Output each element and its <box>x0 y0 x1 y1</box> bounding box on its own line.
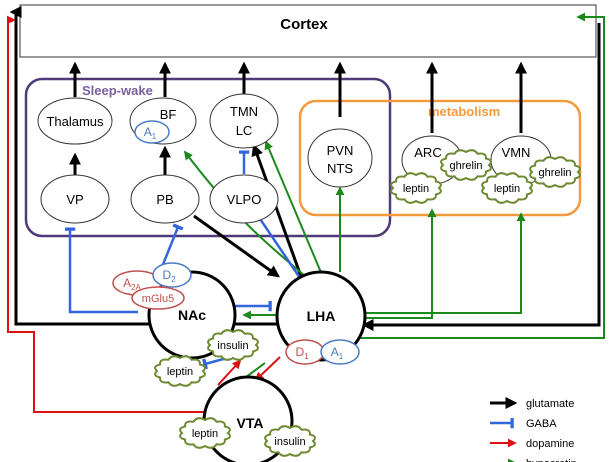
tmn-lc-node <box>209 93 279 149</box>
ghrelin-cloud: ghrelin <box>529 156 581 188</box>
vp-label: VP <box>66 192 83 207</box>
legend-label: hypocretin <box>526 458 577 462</box>
a1-receptor-lha <box>320 339 360 365</box>
a1-lha-sub: 1 <box>339 352 344 361</box>
d2-receptor <box>152 262 192 288</box>
node-labels: Thalamus BF TMN LC PVN NTS ARC VMN VP PB… <box>46 104 530 431</box>
pb-label: PB <box>156 192 173 207</box>
vlpo-node <box>209 174 279 224</box>
a1-receptor-bf <box>134 120 170 144</box>
legend-item-dopamine: dopamine <box>490 438 574 450</box>
sleep-wake-group <box>24 77 392 238</box>
d2-label: D <box>162 268 171 282</box>
ghrelin-cloud: ghrelin <box>440 149 492 181</box>
ghrelin-label: ghrelin <box>449 160 482 172</box>
svg-text:D1: D1 <box>295 345 309 361</box>
leptin-cloud: leptin <box>179 417 231 449</box>
leptin-cloud: leptin <box>390 172 442 204</box>
hormone-clouds: ghrelin leptin ghrelin leptin insulin leptin l… <box>154 149 581 457</box>
d1-label: D <box>295 345 304 359</box>
thalamus-node <box>37 97 113 145</box>
leptin-cloud: leptin <box>481 172 533 204</box>
legend-item-hypocretin: hypocretin <box>507 458 577 462</box>
pvn-nts-node <box>307 128 373 188</box>
ghrelin-label: ghrelin <box>538 167 571 179</box>
lha-label: LHA <box>307 308 336 324</box>
d2-sub: 2 <box>171 275 176 284</box>
insulin-cloud: insulin <box>264 425 316 457</box>
pvn-label: PVN <box>327 143 354 158</box>
a1-lha-label: A <box>331 345 339 359</box>
a2a-label: A <box>123 276 131 290</box>
legend-label: GABA <box>526 418 557 430</box>
glutamate-cortex-arrows <box>9 5 601 331</box>
vp-node <box>40 174 110 224</box>
leptin-label: leptin <box>167 366 193 378</box>
a2a-sub: 2A <box>131 283 141 292</box>
tmn-label: TMN <box>230 104 258 119</box>
legend-item-GABA: GABA <box>490 417 557 430</box>
legend-item-glutamate: glutamate <box>490 397 574 410</box>
svg-text:A1: A1 <box>144 125 157 141</box>
svg-text:A2A: A2A <box>123 276 141 292</box>
leptin-cloud: leptin <box>154 355 206 387</box>
insulin-label: insulin <box>274 436 305 448</box>
lha-node <box>275 270 367 362</box>
arc-label: ARC <box>414 145 441 160</box>
insulin-cloud: insulin <box>207 329 259 361</box>
pb-node <box>130 174 200 224</box>
vlpo-label: VLPO <box>227 192 262 207</box>
a1-bf-label: A <box>144 125 152 139</box>
a1-bf-sub: 1 <box>152 132 157 141</box>
leptin-label: leptin <box>403 183 429 195</box>
sleep-wake-label: Sleep-wake <box>82 83 153 98</box>
svg-text:A1: A1 <box>331 345 344 361</box>
cortex-label: Cortex <box>280 16 328 33</box>
leptin-label: leptin <box>494 183 520 195</box>
receptors: A1 A2A D2 mGlu5 D1 A1 <box>112 120 360 365</box>
lc-label: LC <box>236 123 253 138</box>
mglu5-label: mGlu5 <box>142 293 174 305</box>
d1-sub: 1 <box>304 352 309 361</box>
metabolism-label: metabolism <box>428 104 500 119</box>
metabolism-group <box>298 99 582 217</box>
legend-label: glutamate <box>526 398 574 410</box>
bf-label: BF <box>160 107 177 122</box>
vmn-label: VMN <box>502 145 531 160</box>
dopamine-arrows <box>6 15 281 413</box>
leptin-label: leptin <box>192 428 218 440</box>
legend-label: dopamine <box>526 438 574 450</box>
insulin-label: insulin <box>217 340 248 352</box>
mglu5-receptor <box>131 286 185 310</box>
vta-label: VTA <box>237 415 264 431</box>
cortex-box <box>19 4 597 58</box>
nts-label: NTS <box>327 161 353 176</box>
svg-text:D2: D2 <box>162 268 176 284</box>
thalamus-label: Thalamus <box>46 114 104 129</box>
nac-label: NAc <box>178 307 206 323</box>
